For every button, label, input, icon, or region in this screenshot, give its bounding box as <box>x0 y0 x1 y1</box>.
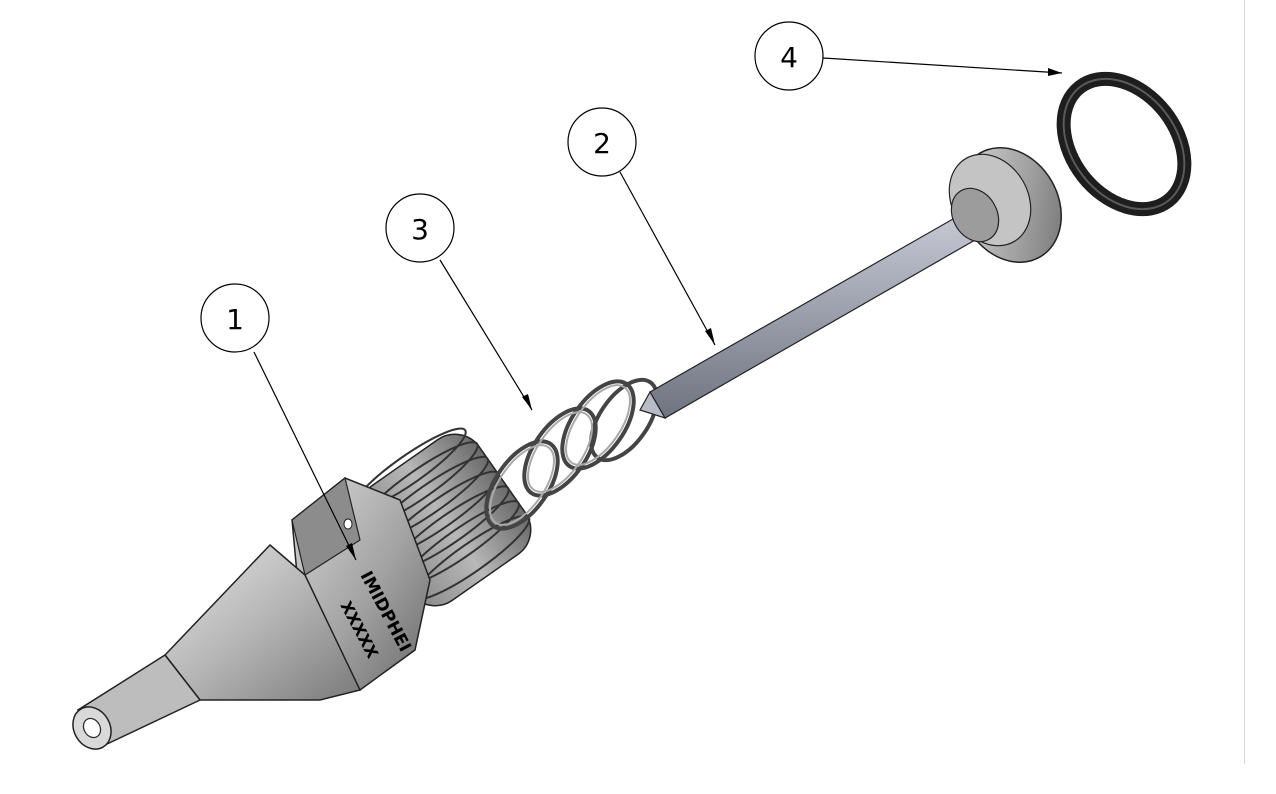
leader-line-1 <box>253 351 357 561</box>
balloon-1-label: 1 <box>226 303 244 336</box>
leader-line-3 <box>439 259 533 411</box>
balloon-3-label: 3 <box>411 213 429 246</box>
leader-line-2 <box>619 171 716 346</box>
plunger-rod-part <box>639 147 1063 420</box>
balloon-4-label: 4 <box>780 41 798 74</box>
balloon-3: 3 <box>385 193 455 263</box>
spring-part <box>484 377 659 531</box>
leader-lines <box>253 57 1063 561</box>
balloon-1: 1 <box>200 283 270 353</box>
balloon-4: 4 <box>754 21 824 91</box>
leader-arrowheads <box>346 68 1062 560</box>
sheet-border-line <box>1244 0 1245 764</box>
balloon-2-label: 2 <box>593 127 611 160</box>
leader-line-4 <box>822 57 1063 74</box>
balloon-2: 2 <box>567 107 637 177</box>
o-ring-part <box>1056 71 1192 217</box>
nozzle-body-part: IMIDPHEI XXXXX <box>72 427 532 750</box>
plunger-cap <box>948 147 1063 263</box>
